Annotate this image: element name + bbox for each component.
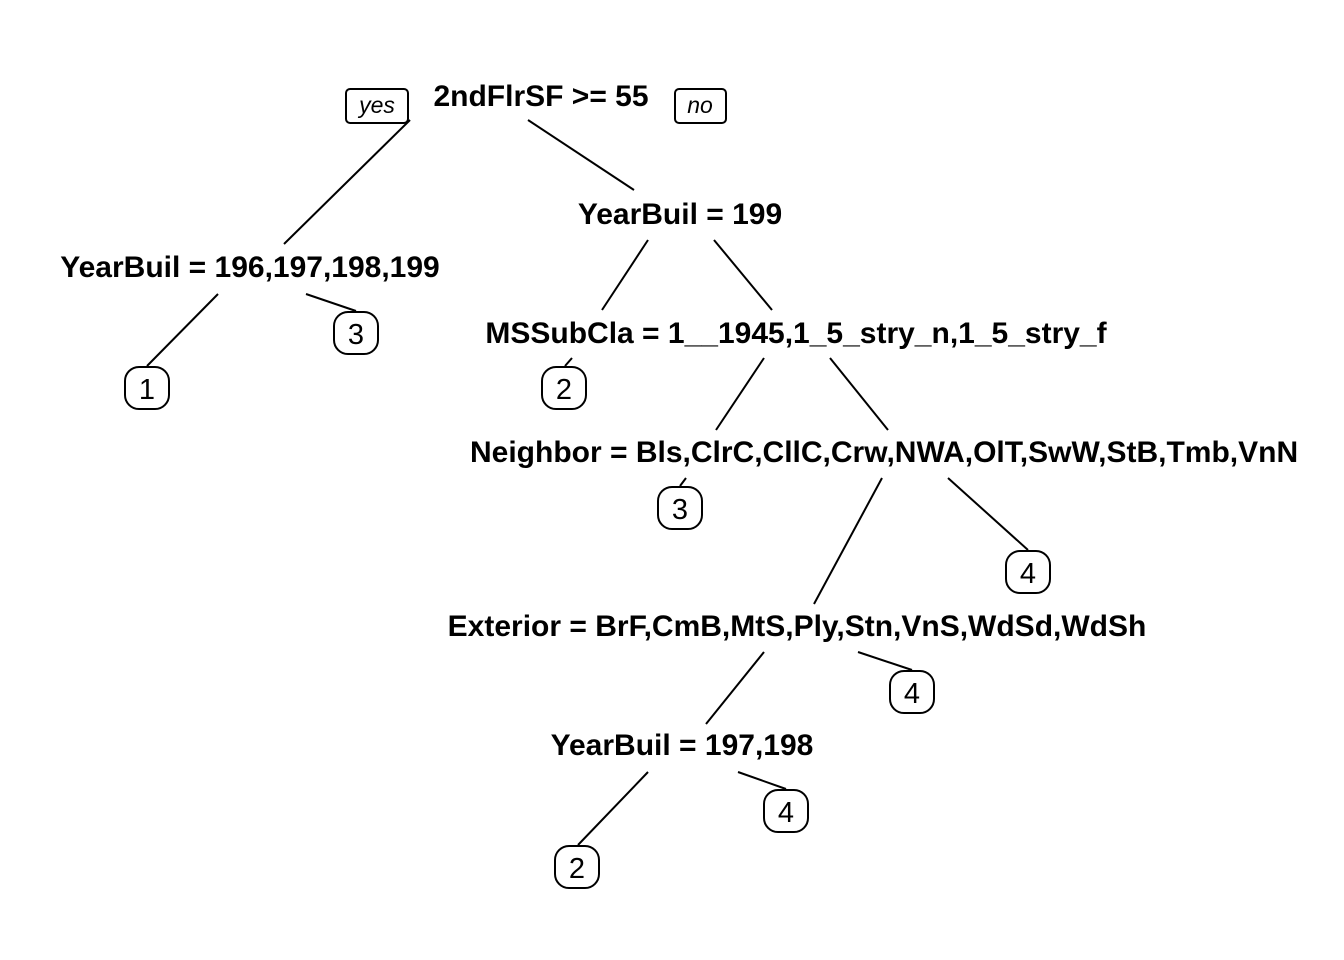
leaf-node: 1 — [124, 366, 170, 410]
leaf-label: 2 — [569, 853, 585, 885]
leaf-box — [763, 789, 809, 833]
no-tag: no — [674, 88, 727, 124]
leaf-node: 4 — [763, 789, 809, 833]
yes-tag: yes — [345, 88, 409, 124]
edge-root-no — [527, 119, 635, 191]
edge-n2-right — [305, 293, 357, 312]
yes-tag-label: yes — [357, 92, 395, 118]
leaf-node: 2 — [541, 366, 587, 410]
leaf-label: 2 — [556, 374, 572, 406]
leaf-box — [333, 311, 379, 355]
split-yearbuilt-1: YearBuil = 196,197,198,199 — [60, 251, 439, 284]
edge-n15-right — [947, 477, 1029, 551]
no-tag-box — [674, 88, 727, 124]
leaf-node: 3 — [333, 311, 379, 355]
tree-edges — [146, 119, 1029, 846]
yes-tag-box — [345, 88, 409, 124]
leaf-box — [889, 670, 935, 714]
split-neighborhood: Neighbor = Bls,ClrC,CllC,Crw,NWA,OlT,SwW… — [470, 436, 1298, 469]
leaf-label: 4 — [904, 678, 920, 710]
edge-n60-right — [737, 771, 787, 790]
split-yearbuilt-3: YearBuil = 197,198 — [551, 729, 814, 762]
leaf-label: 3 — [348, 319, 364, 351]
edge-n30-left — [705, 651, 765, 725]
edge-n60-left — [577, 771, 649, 846]
edge-n15-left — [679, 477, 687, 487]
leaf-box — [124, 366, 170, 410]
split-mssubclass: MSSubCla = 1__1945,1_5_stry_n,1_5_stry_f — [485, 317, 1107, 350]
no-tag-label: no — [687, 92, 713, 118]
leaf-label: 3 — [672, 494, 688, 526]
leaf-node: 2 — [554, 845, 600, 889]
edge-n3-left — [601, 239, 649, 311]
leaf-box — [657, 486, 703, 530]
leaf-box — [541, 366, 587, 410]
split-exterior: Exterior = BrF,CmB,MtS,Ply,Stn,VnS,WdSd,… — [448, 610, 1147, 643]
leaf-node: 4 — [1005, 550, 1051, 594]
leaf-box — [1005, 550, 1051, 594]
leaf-node: 3 — [657, 486, 703, 530]
leaf-label: 1 — [139, 374, 155, 406]
leaf-label: 4 — [778, 797, 794, 829]
edge-n3-right — [713, 239, 773, 311]
leaf-label: 4 — [1020, 558, 1036, 590]
edge-n15-mid — [813, 477, 883, 605]
leaf-node: 4 — [889, 670, 935, 714]
split-root: 2ndFlrSF >= 55 — [433, 80, 648, 113]
split-yearbuilt-2: YearBuil = 199 — [578, 198, 782, 231]
edge-n7-right-a — [715, 357, 765, 431]
leaf-box — [554, 845, 600, 889]
edge-n7-right-b — [829, 357, 889, 431]
edge-n30-right — [857, 651, 913, 671]
edge-n2-left — [146, 293, 219, 367]
edge-root-yes — [283, 119, 411, 245]
edge-n7-left — [564, 357, 573, 367]
